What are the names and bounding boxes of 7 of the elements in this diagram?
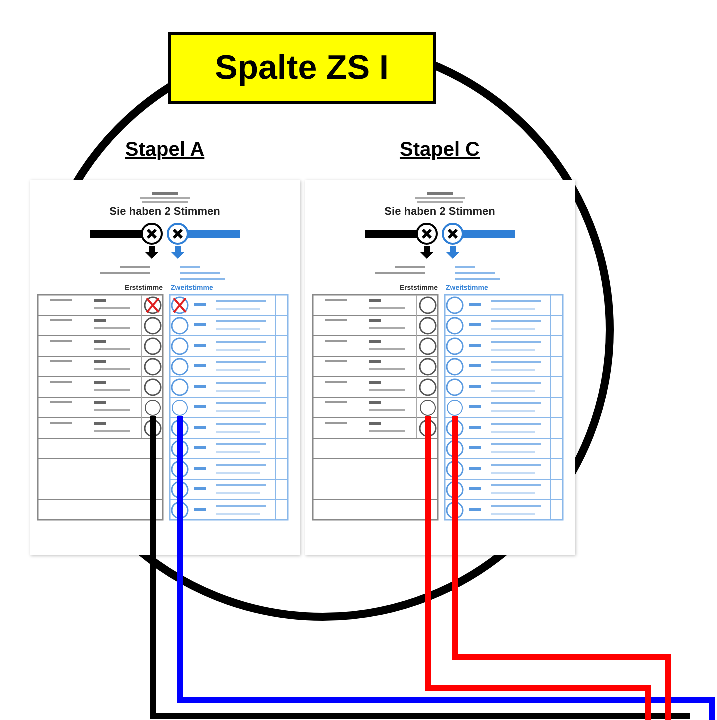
line	[452, 416, 671, 720]
ballot-heading: Sie haben 2 Stimmen	[384, 207, 496, 218]
stack-heading: Stapel A	[125, 138, 205, 163]
ballot-heading: Sie haben 2 Stimmen	[110, 207, 220, 218]
line	[425, 416, 651, 720]
title-box: Spalte ZS I	[168, 32, 436, 104]
stack-heading: Stapel C	[400, 138, 480, 163]
